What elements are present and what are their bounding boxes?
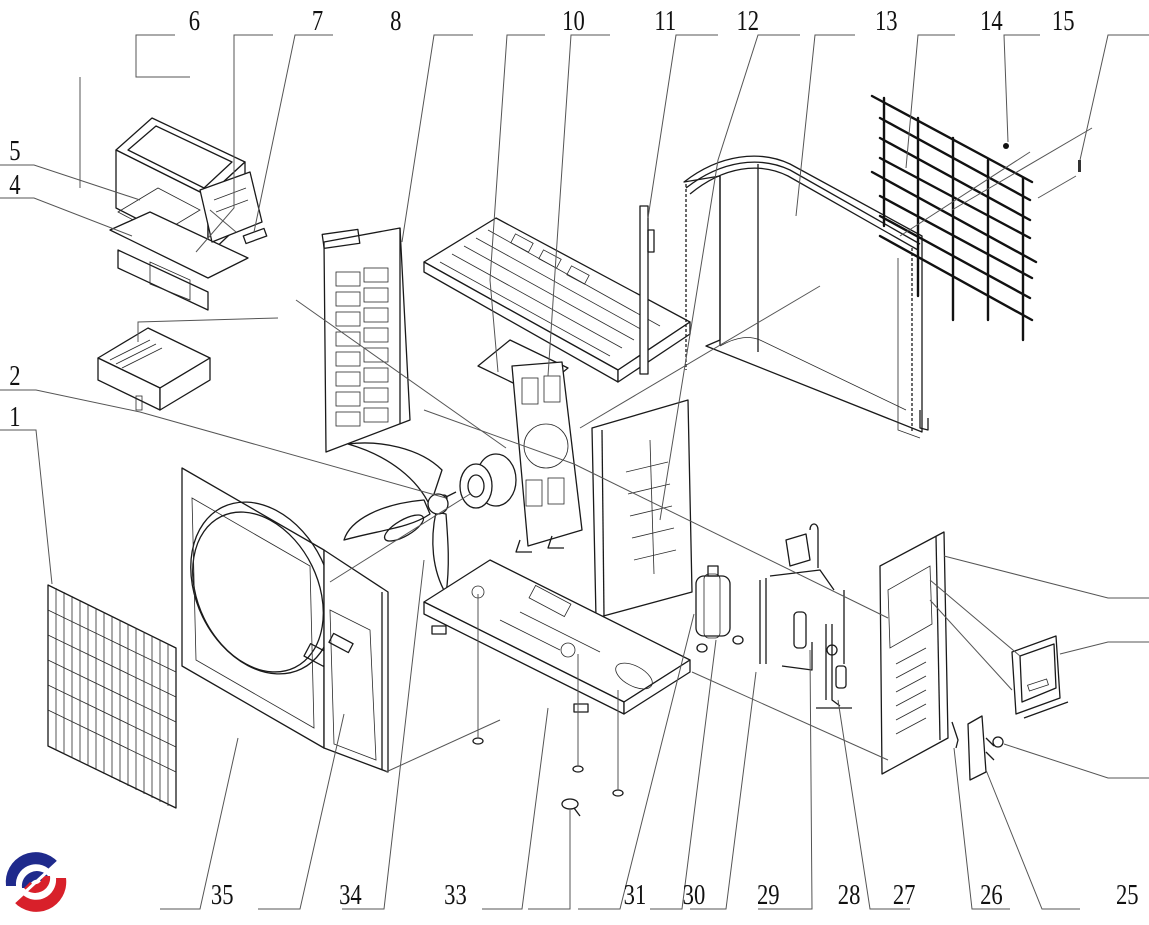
callout-27: 27 xyxy=(893,878,916,910)
callout-26: 26 xyxy=(980,878,1003,910)
compressor xyxy=(695,565,744,653)
callout-8: 8 xyxy=(390,4,401,36)
condenser-coil xyxy=(683,155,929,439)
motor-bracket xyxy=(477,339,583,553)
callout-7: 7 xyxy=(312,4,323,36)
big-handle xyxy=(1011,635,1069,719)
callout-14: 14 xyxy=(980,4,1003,36)
callout-1: 1 xyxy=(9,400,20,432)
callout-11: 11 xyxy=(654,4,676,36)
leader-lines xyxy=(0,34,1149,910)
callout-30: 30 xyxy=(683,878,706,910)
front-grille xyxy=(47,584,177,809)
callout-4: 4 xyxy=(9,168,20,200)
callout-35: 35 xyxy=(211,878,234,910)
partition-plate xyxy=(97,327,211,411)
left-side-panel xyxy=(321,227,411,453)
top-cover xyxy=(423,217,691,383)
right-front-panel xyxy=(323,549,389,773)
callout-34: 34 xyxy=(339,878,362,910)
callout-33: 33 xyxy=(444,878,467,910)
callout-28: 28 xyxy=(838,878,861,910)
middle-partition xyxy=(591,399,693,619)
callout-25: 25 xyxy=(1116,878,1139,910)
piping-assembly xyxy=(759,523,835,671)
rear-grille xyxy=(870,94,1081,342)
valve-bracket xyxy=(639,205,655,375)
callout-31: 31 xyxy=(624,878,647,910)
grille-screw xyxy=(1003,143,1009,149)
callout-5: 5 xyxy=(9,134,20,166)
callout-15: 15 xyxy=(1052,4,1075,36)
callout-labels: 6 7 8 10 11 12 13 14 15 16 17 18 5 4 2 1… xyxy=(9,4,1139,910)
electric-control-box xyxy=(109,117,268,311)
callout-13: 13 xyxy=(875,4,898,36)
axial-fan xyxy=(343,442,449,595)
callout-10: 10 xyxy=(562,4,585,36)
base-pan xyxy=(423,559,691,715)
callout-2: 2 xyxy=(9,359,20,391)
rubber-washers xyxy=(472,594,624,797)
right-side-panel xyxy=(879,531,949,775)
callout-6: 6 xyxy=(189,4,200,36)
valve-support xyxy=(951,715,1004,781)
expansion-valve xyxy=(816,590,852,709)
callout-29: 29 xyxy=(757,878,780,910)
fan-motor xyxy=(440,453,517,509)
callout-12: 12 xyxy=(736,4,759,36)
drain-joint xyxy=(561,798,581,817)
swirl-logo-icon xyxy=(5,852,67,912)
